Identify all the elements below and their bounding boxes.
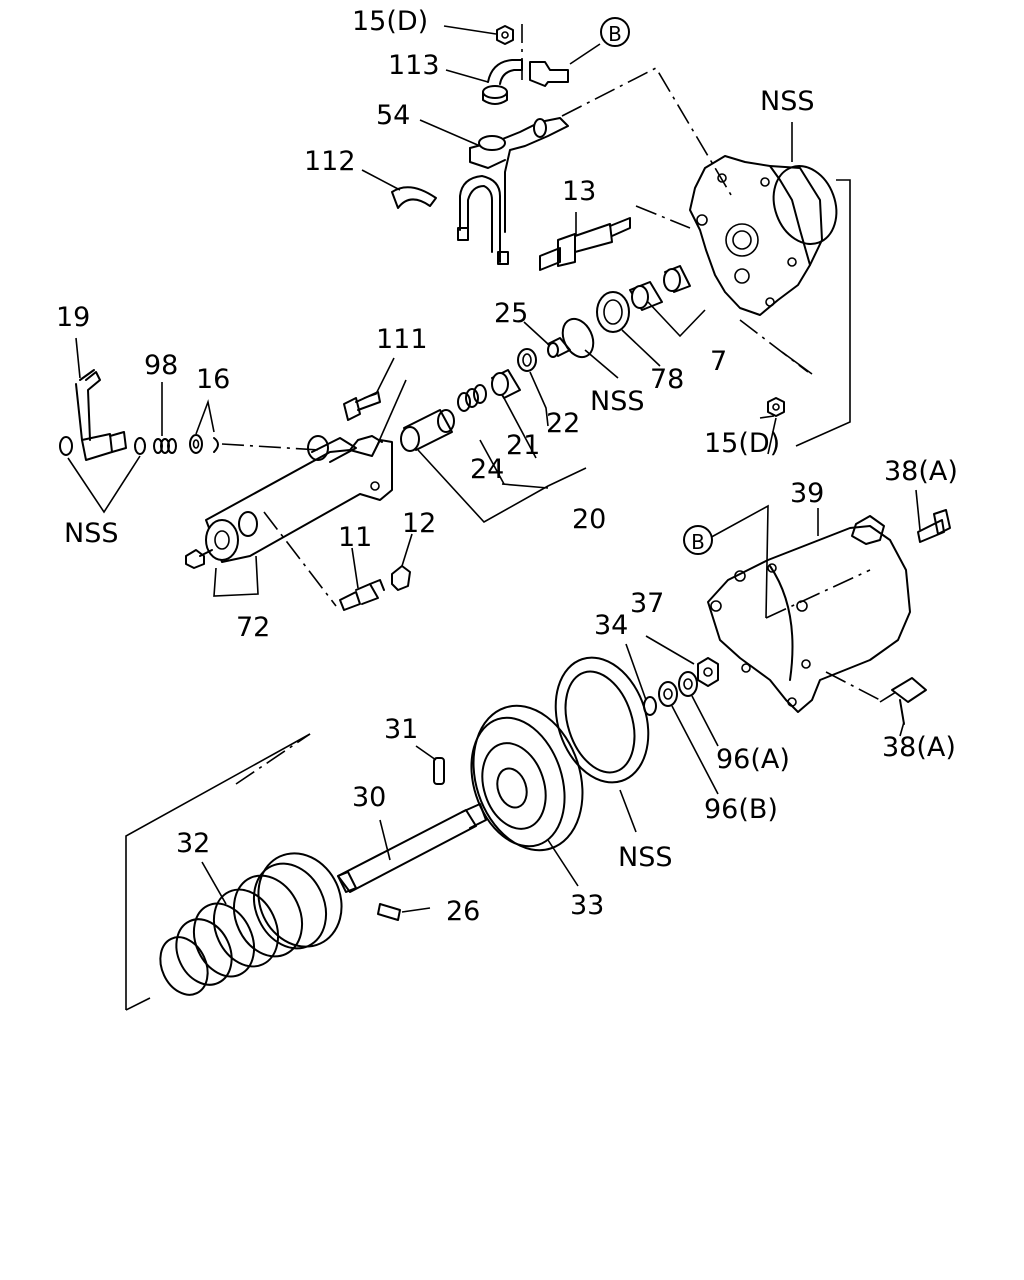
part-72-bleeder xyxy=(185,549,213,569)
part-96a-washer xyxy=(678,671,698,697)
part-15d-top-nut xyxy=(496,25,514,45)
part-33-piston xyxy=(470,704,584,852)
label-112: 112 xyxy=(304,146,356,177)
part-13-sensor xyxy=(539,217,631,271)
part-39-cover xyxy=(707,515,911,713)
part-7-bushing xyxy=(629,265,691,311)
label-16: 16 xyxy=(196,364,230,395)
label-32: 32 xyxy=(176,828,210,859)
svg-text:B: B xyxy=(608,22,622,46)
part-26-pin xyxy=(377,903,401,921)
part-32-spring xyxy=(159,852,343,996)
part-12-cap xyxy=(391,565,411,591)
part-38a-top-bolt xyxy=(917,509,951,543)
part-housing-flange xyxy=(689,155,823,316)
label-19: 19 xyxy=(56,302,90,333)
label-38a-top: 38(A) xyxy=(884,456,958,487)
phantom-lines xyxy=(221,24,881,785)
label-54: 54 xyxy=(376,100,410,131)
callout-b-mid: B xyxy=(683,525,713,555)
part-16-washers xyxy=(189,434,219,454)
label-39: 39 xyxy=(790,478,824,509)
label-38a-bot: 38(A) xyxy=(882,732,956,763)
label-30: 30 xyxy=(352,782,386,813)
part-19-hose xyxy=(59,369,146,461)
label-nss-mid: NSS xyxy=(590,386,644,417)
label-nss-bot: NSS xyxy=(618,842,672,873)
part-98-spring xyxy=(153,438,177,454)
part-labels: 15(D) 113 54 112 13 NSS 25 NSS 78 7 15(D… xyxy=(56,6,958,927)
part-37-nut xyxy=(697,657,719,687)
part-21-sleeve xyxy=(491,369,521,399)
label-96a: 96(A) xyxy=(716,744,790,775)
label-nss-top: NSS xyxy=(760,86,814,117)
label-nss-left: NSS xyxy=(64,518,118,549)
label-72: 72 xyxy=(236,612,270,643)
part-20-piston xyxy=(400,409,455,452)
leader-lines xyxy=(67,25,921,1011)
part-30-rod xyxy=(337,803,487,893)
label-11: 11 xyxy=(338,522,372,553)
label-13: 13 xyxy=(562,176,596,207)
label-24: 24 xyxy=(470,454,504,485)
label-33: 33 xyxy=(570,890,604,921)
label-25: 25 xyxy=(494,298,528,329)
label-113: 113 xyxy=(388,50,440,81)
part-slave-cylinder xyxy=(205,435,393,563)
label-31: 31 xyxy=(384,714,418,745)
label-20: 20 xyxy=(572,504,606,535)
label-78: 78 xyxy=(650,364,684,395)
label-96b: 96(B) xyxy=(704,794,778,825)
svg-text:B: B xyxy=(691,530,705,554)
label-7: 7 xyxy=(710,346,727,377)
callout-b-top: B xyxy=(600,17,630,47)
part-31-pin xyxy=(433,757,445,785)
part-54-fork xyxy=(457,117,569,265)
label-34: 34 xyxy=(594,610,628,641)
label-22: 22 xyxy=(546,408,580,439)
label-111: 111 xyxy=(376,324,428,355)
part-15d-mid-nut xyxy=(767,397,785,417)
part-78-seal xyxy=(596,291,630,333)
part-25-valve xyxy=(547,337,571,358)
part-96b-washer xyxy=(658,681,678,707)
part-nss-mid-ring xyxy=(561,317,595,359)
part-nss-top-oring xyxy=(772,165,838,245)
part-22-washer xyxy=(517,348,537,372)
part-bracket-b xyxy=(529,61,569,87)
label-12: 12 xyxy=(402,508,436,539)
part-nss-bot-seal xyxy=(554,656,650,784)
label-98: 98 xyxy=(144,350,178,381)
label-15d-top: 15(D) xyxy=(352,6,428,37)
label-26: 26 xyxy=(446,896,480,927)
label-21: 21 xyxy=(506,430,540,461)
part-112-clip xyxy=(391,186,437,209)
part-113-pipe xyxy=(482,59,523,105)
label-15d-mid: 15(D) xyxy=(704,428,780,459)
part-38a-bot-bolt xyxy=(891,677,927,725)
part-24-spring xyxy=(457,384,487,412)
label-37: 37 xyxy=(630,588,664,619)
part-11-screw xyxy=(339,579,385,611)
part-111-bolt xyxy=(343,391,381,421)
